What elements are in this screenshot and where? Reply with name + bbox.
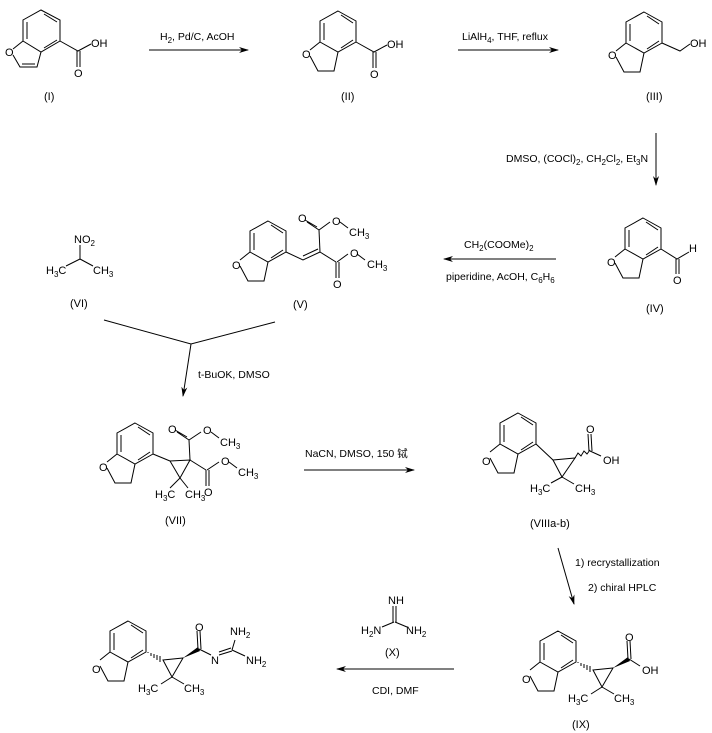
atom-o: O: [608, 50, 617, 62]
atom-o: O: [221, 456, 230, 468]
compound-X: NH H2N NH2 (X): [361, 595, 427, 659]
atom-oh: OH: [642, 665, 659, 677]
atom-o: O: [92, 664, 101, 676]
reaction-conditions: DMSO, (COCl)2, CH2Cl2, Et3N: [506, 153, 648, 167]
atom-h3c: H3C: [46, 265, 66, 279]
atom-n: N: [211, 655, 219, 667]
reaction-conditions: t-BuOK, DMSO: [198, 369, 270, 381]
atom-ch3: CH3: [220, 437, 241, 451]
atom-o: O: [333, 279, 342, 291]
reaction-conditions-1: 1) recrystallization: [575, 557, 660, 569]
compound-VIIIa-b-bonds: [489, 412, 602, 485]
atom-o: O: [99, 462, 108, 474]
compound-VI: NO2 H3C CH3 (VI): [46, 234, 114, 310]
compound-label: (I): [44, 91, 54, 103]
atom-o: O: [195, 622, 204, 634]
atom-o: O: [370, 69, 379, 81]
atom-o: O: [74, 68, 83, 80]
compound-I: O OH O (I): [5, 9, 108, 103]
compound-label: (V): [293, 299, 308, 311]
atom-oh: OH: [91, 38, 108, 50]
atom-no2: NO2: [74, 234, 96, 248]
atom-o: O: [298, 213, 307, 225]
compound-label: (II): [341, 91, 354, 103]
atom-o: O: [332, 216, 341, 228]
compound-label: (X): [385, 647, 400, 659]
compound-VII: O O O CH3 O CH3 O H3C CH3 (VII): [99, 422, 259, 527]
atom-nh2: NH2: [406, 625, 427, 639]
atom-o: O: [607, 257, 616, 269]
reaction-arrow: [557, 547, 575, 605]
reaction-conditions: H2, Pd/C, AcOH: [160, 31, 234, 45]
atom-ch3: CH3: [93, 265, 114, 279]
atom-nh2: NH2: [246, 655, 267, 669]
atom-h3c: H3C: [138, 683, 158, 697]
compound-product: O O N NH2 NH2 H3C CH3: [92, 620, 267, 697]
reaction-conditions: NaCN, DMSO, 150 铽: [305, 448, 408, 460]
compound-III-bonds: [615, 11, 691, 73]
reaction-conditions-2: 2) chiral HPLC: [588, 582, 657, 594]
atom-o: O: [350, 248, 359, 260]
atom-o: O: [522, 674, 531, 686]
compound-label: (III): [646, 91, 663, 103]
atom-h: H: [689, 243, 697, 255]
hashed-wedge-bond: [577, 662, 591, 672]
atom-h2n: H2N: [361, 625, 381, 639]
compound-VIIIa-b: O O OH H3C CH3 (VIIIa-b): [482, 412, 620, 530]
compound-label: (VIIIa-b): [530, 518, 570, 530]
atom-nh2: NH2: [230, 626, 251, 640]
reaction-conditions-above: CH2(COOMe)2: [464, 239, 534, 253]
compound-IV: O H O (IV): [607, 217, 697, 315]
compound-label: (VI): [70, 298, 88, 310]
compound-label: (IV): [646, 303, 664, 315]
compound-label: (IX): [572, 719, 590, 731]
atom-ch3: CH3: [349, 227, 370, 241]
atom-nh: NH: [388, 595, 404, 607]
atom-h3c: H3C: [530, 483, 550, 497]
reaction-conditions-below: piperidine, AcOH, C6H6: [446, 271, 555, 285]
atom-o: O: [232, 260, 241, 272]
compound-IX: O O OH H3C CH3 (IX): [522, 630, 659, 731]
atom-ch3: CH3: [185, 489, 206, 503]
atom-o: O: [482, 456, 491, 468]
atom-o: O: [586, 424, 595, 436]
converging-arrow: [103, 319, 276, 397]
solid-wedge-bond: [183, 647, 200, 658]
atom-o: O: [203, 425, 212, 437]
solid-wedge-bond: [613, 657, 630, 668]
atom-ch3: CH3: [238, 467, 259, 481]
atom-oh: OH: [603, 455, 620, 467]
compound-label: (VII): [165, 515, 186, 527]
reaction-conditions: LiAlH4, THF, reflux: [462, 31, 549, 45]
atom-oh: OH: [387, 39, 404, 51]
atom-ch3: CH3: [575, 483, 596, 497]
atom-o: O: [5, 47, 14, 59]
atom-o: O: [204, 487, 213, 499]
atom-ch3: CH3: [184, 683, 205, 697]
atom-o: O: [168, 424, 177, 436]
compound-I-bonds: [12, 9, 92, 68]
atom-oh: OH: [690, 38, 707, 50]
atom-ch3: CH3: [367, 259, 388, 273]
compound-IX-bonds: [529, 630, 641, 695]
atom-h3c: H3C: [568, 693, 588, 707]
compound-X-bonds: [381, 606, 408, 628]
hashed-wedge-bond: [147, 652, 161, 662]
reaction-conditions: CDI, DMF: [372, 685, 419, 697]
compound-IV-bonds: [614, 217, 690, 279]
atom-o: O: [625, 632, 634, 644]
compound-II: O OH O (II): [302, 10, 404, 103]
atom-o: O: [302, 49, 311, 61]
compound-VII-bonds: [106, 422, 238, 489]
compound-product-bonds: [99, 620, 246, 685]
compound-III: O OH (III): [608, 11, 707, 103]
compound-V-bonds: [239, 219, 366, 282]
atom-h3c: H3C: [155, 489, 175, 503]
compound-VI-bonds: [65, 245, 94, 267]
compound-II-bonds: [309, 10, 388, 72]
atom-ch3: CH3: [614, 693, 635, 707]
atom-o: O: [673, 275, 682, 287]
compound-V: O O O CH3 O CH3 O (V): [232, 213, 388, 311]
